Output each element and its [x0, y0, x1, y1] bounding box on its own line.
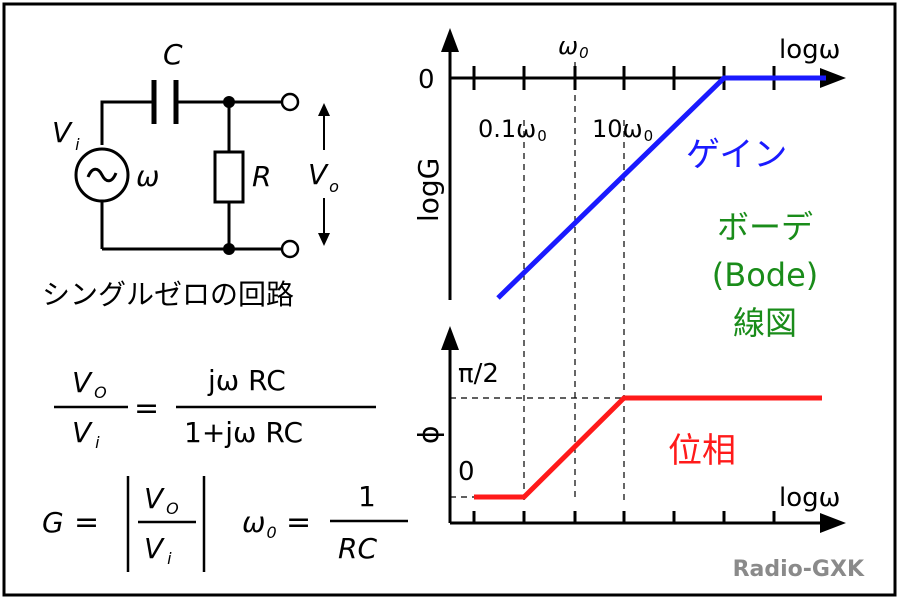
phase-guides — [450, 397, 624, 498]
gain-y-label: logG — [412, 158, 445, 222]
phase-x-arrow-icon — [820, 513, 846, 533]
gain-guides — [523, 62, 625, 500]
figure-border — [2, 2, 897, 597]
phase-curve-label: 位相 — [668, 431, 736, 471]
gain-curve-label: ゲイン — [686, 135, 787, 175]
phase-y-label: ϕ — [412, 426, 445, 444]
phase-pi2-label: π/2 — [458, 359, 499, 389]
wire-input — [100, 100, 152, 145]
sine-icon — [86, 167, 118, 183]
g-equals: = — [74, 505, 99, 540]
gain-tick-label-0-1: 0.1ω0 — [478, 115, 547, 145]
f1-rhs-denominator: 1+jω RC — [184, 416, 303, 449]
bode-line2: (Bode) — [712, 256, 819, 294]
omega0-equals: = — [286, 505, 311, 540]
resistor — [213, 150, 245, 204]
vo-arrow-down-icon — [318, 233, 330, 246]
phase-y-arrow-icon — [441, 326, 459, 350]
phase-x-label: logω — [779, 483, 840, 513]
bode-label: ボーデ (Bode) 線図 — [712, 208, 819, 342]
vo-arrows — [318, 103, 330, 246]
watermark: Radio-GXK — [733, 557, 865, 582]
omega0-symbol: ω0 — [242, 506, 277, 542]
gain-x-arrow-icon — [820, 68, 846, 88]
gain-y-arrow-icon — [441, 28, 459, 52]
bode-line3: 線図 — [733, 304, 797, 342]
formula-omega0: ω0 = 1 RC — [242, 480, 408, 565]
resistor-label: R — [252, 160, 271, 193]
phase-plot: π/2 ϕ 0 logω 位相 — [412, 326, 846, 533]
junction-dot-top — [223, 96, 235, 108]
output-terminal-bottom — [280, 239, 300, 259]
capacitor-label: C — [163, 38, 183, 71]
vo-arrow-up-icon — [318, 103, 330, 116]
omega0-one: 1 — [358, 480, 376, 513]
phase-curve — [474, 395, 822, 500]
phase-ticks — [472, 511, 776, 523]
gain-top-omega0-label: ω0 — [558, 32, 589, 62]
omega-label: ω — [136, 160, 159, 193]
omega0-rc: RC — [338, 532, 377, 565]
gain-zero-label: 0 — [418, 65, 435, 95]
gain-plot: ω0 logω 0 logG 0.1ω0 10ω0 ゲイン — [412, 28, 846, 500]
f1-rhs-numerator: jω RC — [207, 364, 286, 397]
g-symbol: G — [42, 506, 64, 539]
phase-zero-label: 0 — [458, 457, 475, 487]
gain-x-label: logω — [779, 35, 840, 65]
junction-dot-bottom — [223, 243, 235, 255]
output-terminal-top — [280, 92, 300, 112]
f1-equals: = — [134, 391, 159, 426]
gain-tick-label-10: 10ω0 — [592, 115, 653, 145]
circuit — [74, 80, 282, 251]
gain-curve — [496, 75, 826, 300]
circuit-caption: シングルゼロの回路 — [42, 278, 294, 311]
bode-line1: ボーデ — [717, 208, 813, 246]
